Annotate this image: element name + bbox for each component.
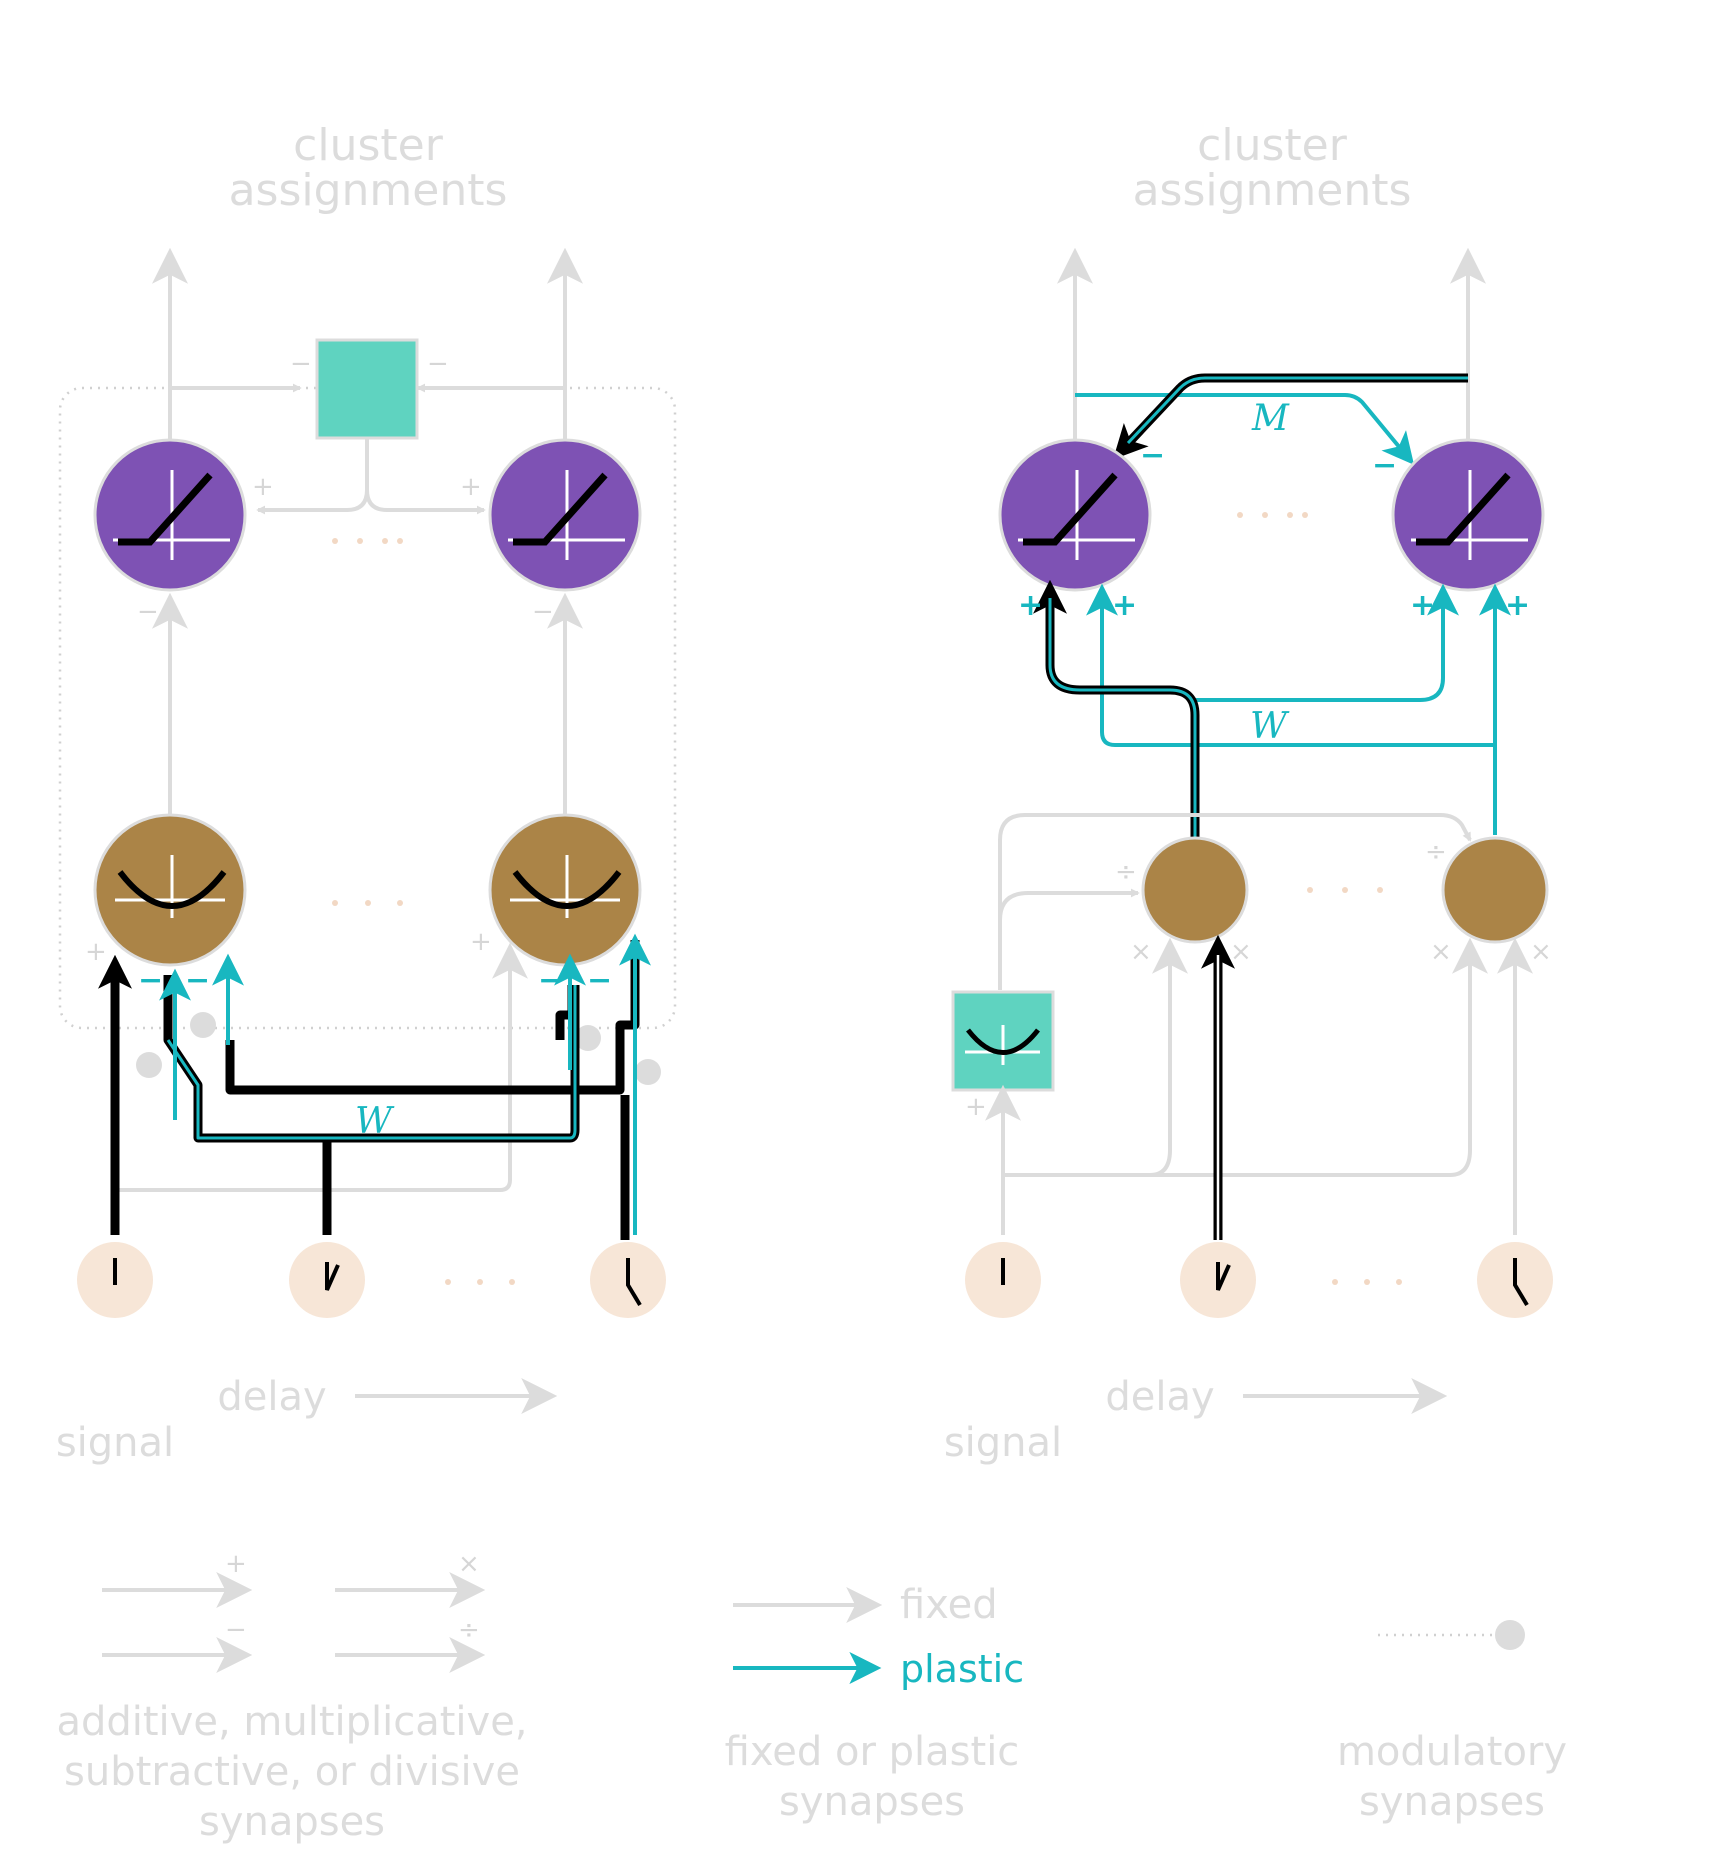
left-signal-label: signal bbox=[56, 1420, 174, 1466]
left-purple2-plus: + bbox=[460, 472, 482, 502]
right-relu-neuron-1 bbox=[998, 438, 1152, 592]
left-modulatory-dot-2 bbox=[136, 1052, 162, 1078]
right-w-arrow-3 bbox=[1195, 583, 1459, 702]
right-purple1-plus-2: + bbox=[1112, 588, 1137, 623]
left-square-minus-1: − bbox=[290, 349, 312, 379]
left-panel: cluster assignments − − + + bbox=[56, 120, 677, 1466]
left-inhibitory-square bbox=[315, 338, 419, 440]
left-weight-label: W bbox=[355, 1101, 395, 1142]
left-signal-to-bronze-2 bbox=[118, 942, 528, 1192]
left-input-node-1 bbox=[77, 1242, 153, 1318]
right-purple2-plus-1: + bbox=[1410, 588, 1435, 623]
right-mult-arrow-3 bbox=[1150, 937, 1488, 1177]
right-ellipsis-bottom bbox=[1332, 1279, 1402, 1285]
left-bronze2-minus-2: − bbox=[587, 963, 612, 998]
legend-divisive-symbol: ÷ bbox=[458, 1615, 480, 1645]
right-title-line1: cluster bbox=[1197, 120, 1348, 171]
left-bronze2-minus: − bbox=[538, 963, 563, 998]
left-quadratic-neuron-1 bbox=[93, 813, 247, 967]
right-purple2-plus-2: + bbox=[1505, 588, 1530, 623]
right-black-path-1-inner bbox=[1048, 598, 1197, 840]
right-panel: cluster assignments M − − bbox=[944, 120, 1553, 1466]
left-bronze1-minus-2: − bbox=[185, 963, 210, 998]
left-square-to-neuron-2 bbox=[365, 438, 486, 515]
left-purple2-minus: − bbox=[532, 597, 554, 627]
right-input-node-2 bbox=[1180, 1242, 1256, 1318]
left-bronze1-plus: + bbox=[85, 937, 107, 967]
left-input-node-3 bbox=[590, 1242, 666, 1318]
right-relu-neuron-2 bbox=[1391, 438, 1545, 592]
left-purple1-minus: − bbox=[137, 597, 159, 627]
left-title-line2: assignments bbox=[229, 165, 508, 216]
right-input-node-1 bbox=[965, 1242, 1041, 1318]
left-relu-neuron-1 bbox=[93, 438, 247, 592]
right-w-arrow-1 bbox=[1086, 583, 1497, 835]
right-bronze2-times-2: × bbox=[1530, 937, 1552, 967]
left-square-to-neuron-1 bbox=[256, 438, 369, 515]
left-relu-neuron-2 bbox=[488, 438, 642, 592]
legend-modulatory: modulatory synapses bbox=[1337, 1620, 1567, 1825]
right-quadratic-square bbox=[951, 990, 1055, 1092]
right-weight-label-w: W bbox=[1250, 706, 1290, 747]
right-lateral-m-arrow bbox=[1075, 393, 1415, 465]
right-ellipsis-top bbox=[1237, 512, 1308, 518]
left-bronze1-minus: − bbox=[138, 963, 163, 998]
right-delay-label: delay bbox=[1105, 1374, 1214, 1420]
right-weight-label-m: M bbox=[1251, 398, 1290, 439]
legend-subtractive-symbol: − bbox=[225, 1615, 247, 1645]
right-bronze1-times-1: × bbox=[1130, 937, 1152, 967]
left-delay-label: delay bbox=[217, 1374, 326, 1420]
right-bronze-neuron-1 bbox=[1141, 836, 1249, 944]
right-purple1-plus-1: + bbox=[1018, 588, 1043, 623]
right-title-line2: assignments bbox=[1133, 165, 1412, 216]
legend-modulatory-caption-1: modulatory bbox=[1337, 1729, 1567, 1775]
right-bronze2-times-1: × bbox=[1430, 937, 1452, 967]
right-square-plus: + bbox=[965, 1092, 987, 1122]
left-module-boundary bbox=[58, 386, 677, 1030]
left-ellipsis-top bbox=[332, 538, 403, 544]
right-bronze1-times-2: × bbox=[1230, 937, 1252, 967]
left-purple1-plus: + bbox=[252, 472, 274, 502]
right-input-node-3 bbox=[1477, 1242, 1553, 1318]
right-divisive-arrow-1 bbox=[998, 888, 1140, 921]
right-bronze1-divide: ÷ bbox=[1115, 857, 1137, 887]
legend-synapse-caption-3: synapses bbox=[199, 1799, 385, 1845]
left-modulatory-dot-4 bbox=[635, 1059, 661, 1085]
left-modulatory-dot-1 bbox=[190, 1012, 216, 1038]
left-ellipsis-mid bbox=[332, 900, 403, 906]
legend: + × − ÷ additive, multiplicative, subtra… bbox=[56, 1549, 1567, 1845]
left-ellipsis-bottom bbox=[445, 1279, 515, 1285]
right-lateral-black-path bbox=[1113, 373, 1468, 460]
left-title-line1: cluster bbox=[293, 120, 444, 171]
left-square-minus-2: − bbox=[427, 349, 449, 379]
right-signal-label: signal bbox=[944, 1420, 1062, 1466]
right-purple1-minus: − bbox=[1140, 438, 1165, 473]
right-bronze-neuron-2 bbox=[1441, 836, 1549, 944]
right-black-path-1 bbox=[1033, 579, 1200, 840]
right-purple2-minus: − bbox=[1372, 448, 1397, 483]
left-plastic-path-2 bbox=[166, 985, 577, 1140]
legend-synapse-caption-2: subtractive, or divisive bbox=[64, 1749, 520, 1795]
legend-additive-symbol: + bbox=[225, 1549, 247, 1579]
legend-plasticity-caption-1: fixed or plastic bbox=[725, 1729, 1020, 1775]
left-bronze2-plus: + bbox=[470, 927, 492, 957]
legend-modulatory-dot bbox=[1495, 1620, 1525, 1650]
left-quadratic-neuron-2 bbox=[488, 813, 642, 967]
right-ellipsis-mid bbox=[1307, 887, 1383, 893]
right-bronze2-divide: ÷ bbox=[1425, 837, 1447, 867]
legend-synapse-types: + × − ÷ additive, multiplicative, subtra… bbox=[56, 1549, 527, 1845]
legend-fixed-label: fixed bbox=[900, 1582, 998, 1628]
right-lateral-black-path-inner bbox=[1126, 376, 1468, 445]
legend-modulatory-caption-2: synapses bbox=[1359, 1779, 1545, 1825]
legend-plasticity-caption-2: synapses bbox=[779, 1779, 965, 1825]
left-input-node-2 bbox=[289, 1242, 365, 1318]
legend-synapse-caption-1: additive, multiplicative, bbox=[56, 1699, 527, 1745]
legend-plasticity: fixed plastic fixed or plastic synapses bbox=[725, 1582, 1024, 1825]
left-modulatory-dot-3 bbox=[575, 1025, 601, 1051]
right-divisive-arrow-2 bbox=[998, 813, 1472, 990]
legend-multiplicative-symbol: × bbox=[458, 1549, 480, 1579]
legend-plastic-label: plastic bbox=[900, 1647, 1024, 1691]
